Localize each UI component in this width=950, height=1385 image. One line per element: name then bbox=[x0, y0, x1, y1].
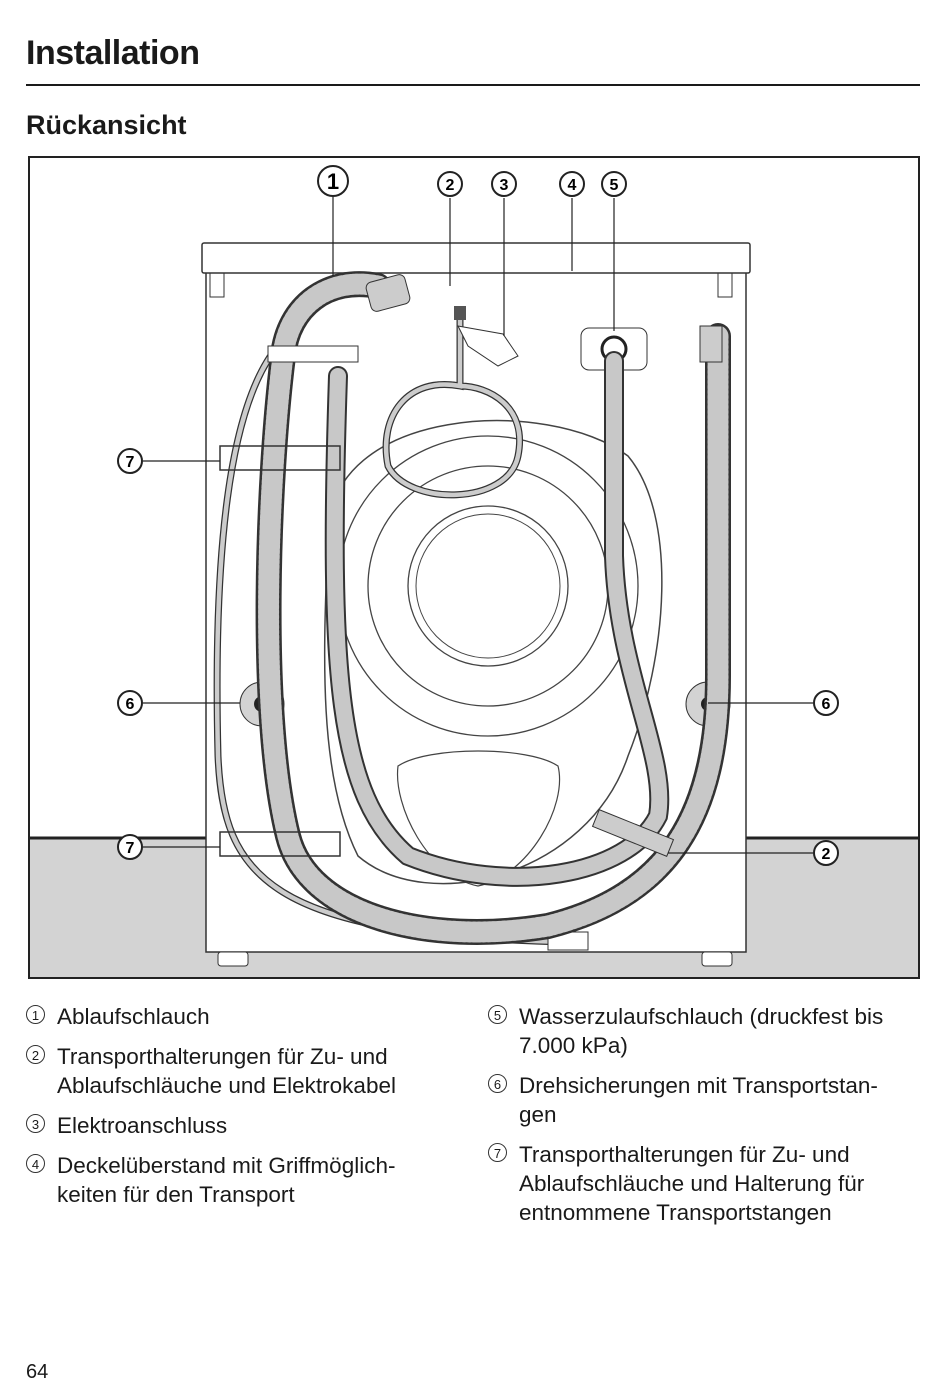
legend-item: 6 Drehsicherungen mit Transportstan- gen bbox=[488, 1071, 928, 1129]
page-number: 64 bbox=[26, 1361, 49, 1383]
legend-number: 2 bbox=[26, 1045, 45, 1064]
callout-5-label: 5 bbox=[610, 177, 619, 194]
hose-holder-top bbox=[219, 445, 341, 471]
rear-view-illustration: 1 2 3 4 5 7 6 6 7 2 bbox=[28, 156, 920, 979]
legend-text: Deckelüberstand mit Griffmöglich- bbox=[57, 1153, 396, 1178]
holder-lower-right bbox=[591, 809, 675, 857]
legend-text: Ablaufschlauch bbox=[57, 1004, 210, 1029]
drum-housing bbox=[323, 419, 663, 885]
legend-text: Ablaufschläuche und Elektrokabel bbox=[57, 1073, 396, 1098]
legend-number: 6 bbox=[488, 1074, 507, 1093]
callout-1: 1 bbox=[317, 165, 349, 197]
foot-left bbox=[217, 951, 249, 967]
legend-column-right: 5 Wasserzulaufschlauch (druckfest bis 7.… bbox=[488, 1002, 928, 1238]
legend-text: entnommene Transportstangen bbox=[519, 1200, 832, 1225]
callout-5: 5 bbox=[601, 171, 627, 197]
legend-item: 7 Transporthalterungen für Zu- und Ablau… bbox=[488, 1140, 928, 1227]
legend-text: gen bbox=[519, 1102, 557, 1127]
callout-2-bottom: 2 bbox=[813, 840, 839, 866]
callout-3-label: 3 bbox=[500, 177, 509, 194]
legend-number: 5 bbox=[488, 1005, 507, 1024]
callout-6-left: 6 bbox=[117, 690, 143, 716]
callout-7-bottom: 7 bbox=[117, 834, 143, 860]
legend-text: Wasserzulaufschlauch (druckfest bis bbox=[519, 1004, 884, 1029]
callout-6-right-label: 6 bbox=[822, 696, 831, 713]
holder-upper bbox=[267, 345, 359, 363]
title-rule bbox=[26, 84, 920, 86]
callout-7-bottom-label: 7 bbox=[126, 840, 135, 857]
mains-plug bbox=[457, 325, 519, 367]
callout-1-label: 1 bbox=[327, 169, 339, 194]
legend-item: 1 Ablaufschlauch bbox=[26, 1002, 446, 1031]
legend-item: 5 Wasserzulaufschlauch (druckfest bis 7.… bbox=[488, 1002, 928, 1060]
legend-number: 4 bbox=[26, 1154, 45, 1173]
lid-overhang bbox=[201, 242, 751, 274]
legend-text: Ablaufschläuche und Halterung für bbox=[519, 1171, 865, 1196]
callout-6-left-label: 6 bbox=[126, 696, 135, 713]
callout-7-top-label: 7 bbox=[126, 454, 135, 471]
legend-text: Transporthalterungen für Zu- und bbox=[519, 1142, 850, 1167]
legend-text: Elektroanschluss bbox=[57, 1113, 228, 1138]
callout-2-bottom-label: 2 bbox=[822, 846, 831, 863]
legend-item: 2 Transporthalterungen für Zu- und Ablau… bbox=[26, 1042, 446, 1100]
callout-2-label: 2 bbox=[446, 177, 455, 194]
legend-item: 4 Deckelüberstand mit Griffmöglich- keit… bbox=[26, 1151, 446, 1209]
legend-column-left: 1 Ablaufschlauch 2 Transporthalterungen … bbox=[26, 1002, 446, 1220]
legend-text: 7.000 kPa) bbox=[519, 1033, 628, 1058]
legend-number: 1 bbox=[26, 1005, 45, 1024]
legend-item: 3 Elektroanschluss bbox=[26, 1111, 446, 1140]
callout-6-right: 6 bbox=[813, 690, 839, 716]
page-title: Installation bbox=[26, 34, 200, 72]
legend-text: Transporthalterungen für Zu- und bbox=[57, 1044, 388, 1069]
callout-3: 3 bbox=[491, 171, 517, 197]
foot-right bbox=[701, 951, 733, 967]
callout-4-label: 4 bbox=[568, 177, 577, 194]
callout-4: 4 bbox=[559, 171, 585, 197]
legend-text: Drehsicherungen mit Transportstan- bbox=[519, 1073, 878, 1098]
callout-2: 2 bbox=[437, 171, 463, 197]
legend-number: 3 bbox=[26, 1114, 45, 1133]
section-heading: Rückansicht bbox=[26, 110, 187, 140]
hose-holder-bottom bbox=[219, 831, 341, 857]
legend-number: 7 bbox=[488, 1143, 507, 1162]
callout-7-top: 7 bbox=[117, 448, 143, 474]
legend-text: keiten für den Transport bbox=[57, 1182, 295, 1207]
